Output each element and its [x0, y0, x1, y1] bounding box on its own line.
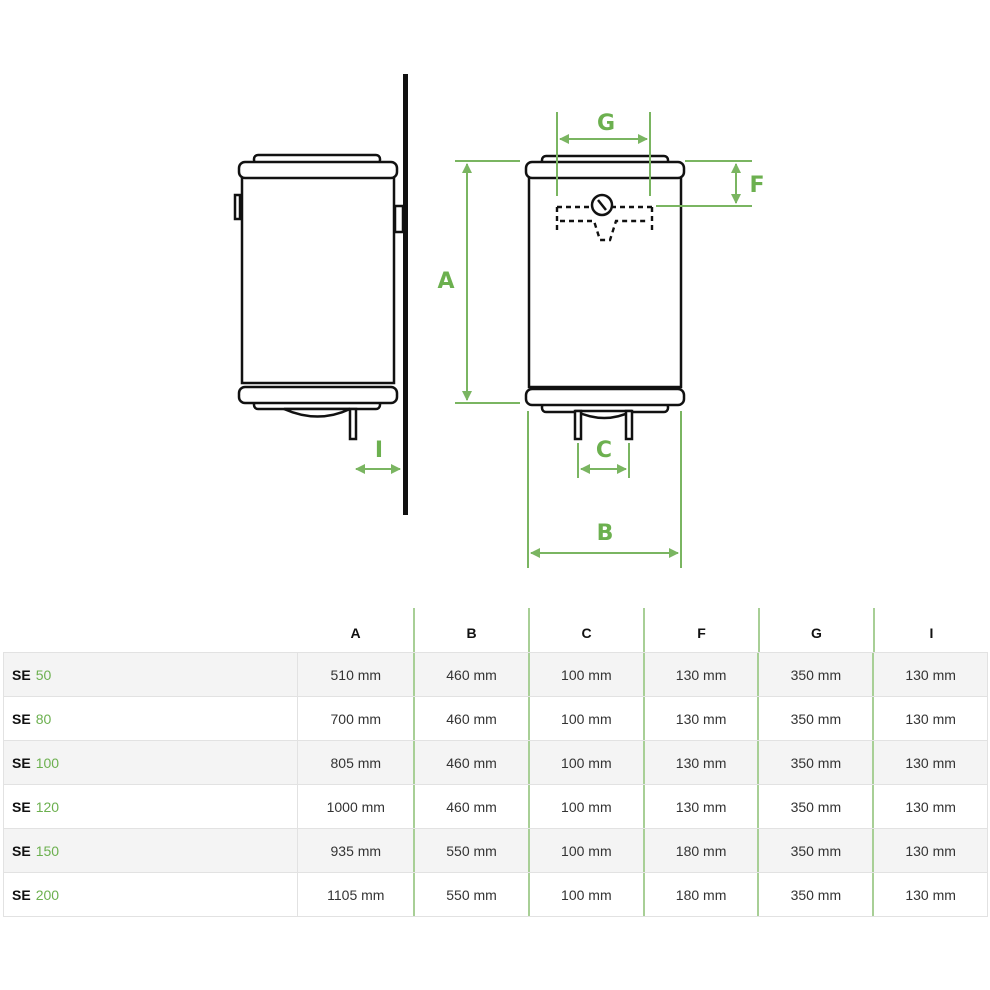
value-cell-A: 805 mm — [330, 754, 382, 771]
value-cell-B: 460 mm — [413, 697, 528, 740]
value-cell-F: 180 mm — [642, 829, 758, 872]
value-cell-A: 1000 mm — [326, 798, 385, 815]
wall-bracket — [393, 204, 405, 234]
side-view: I — [233, 74, 408, 515]
value-cell-B: 460 mm — [413, 653, 528, 696]
model-prefix: SE — [12, 666, 31, 683]
header-G: G — [758, 608, 873, 652]
model-prefix: SE — [12, 842, 31, 859]
value-cell-I: 130 mm — [872, 741, 987, 784]
model-prefix: SE — [12, 798, 31, 815]
value-cell-A: 510 mm — [330, 666, 382, 683]
wall — [403, 74, 408, 515]
dim-label-A: A — [437, 269, 454, 294]
front-pipe-left — [573, 409, 583, 441]
value-cell-G: 350 mm — [757, 653, 872, 696]
header-B: B — [413, 608, 528, 652]
front-top-ring — [524, 160, 686, 180]
value-cell-C: 100 mm — [527, 741, 643, 784]
value-cell-C: 100 mm — [527, 785, 643, 828]
water-heater-dimension-diagram: I G F A C — [233, 74, 765, 568]
value-cell-B: 550 mm — [413, 873, 528, 916]
header-model — [3, 608, 298, 652]
value-cell-G: 350 mm — [757, 785, 872, 828]
model-prefix: SE — [12, 710, 31, 727]
value-cell-C: 100 mm — [527, 653, 643, 696]
header-F: F — [643, 608, 758, 652]
front-bottom-ring — [524, 387, 686, 407]
value-cell-F: 130 mm — [642, 785, 758, 828]
value-cell-C: 100 mm — [527, 829, 643, 872]
model-number: 100 — [35, 754, 60, 771]
value-cell-G: 350 mm — [757, 741, 872, 784]
value-cell-C: 100 mm — [527, 873, 643, 916]
header-C: C — [528, 608, 643, 652]
value-cell-B: 550 mm — [413, 829, 528, 872]
value-cell-G: 350 mm — [757, 829, 872, 872]
model-number: 200 — [35, 886, 60, 903]
side-bottom-dome — [283, 407, 351, 418]
value-cell-F: 180 mm — [642, 873, 758, 916]
model-number: 150 — [35, 842, 60, 859]
dim-label-B: B — [597, 521, 614, 546]
dim-label-C: C — [596, 438, 612, 463]
model-number: 50 — [35, 666, 52, 683]
table-header-row: A B C F G I — [3, 608, 988, 653]
value-cell-B: 460 mm — [413, 741, 528, 784]
value-cell-F: 130 mm — [642, 697, 758, 740]
value-cell-A: 935 mm — [330, 842, 382, 859]
front-pipe-right — [624, 409, 634, 441]
model-number: 120 — [35, 798, 60, 815]
side-body — [240, 173, 396, 385]
dim-label-F: F — [749, 173, 764, 198]
value-cell-A: 700 mm — [330, 710, 382, 727]
dim-label-I: I — [375, 438, 383, 463]
side-bottom-ring — [237, 385, 399, 405]
value-cell-B: 460 mm — [413, 785, 528, 828]
header-A: A — [350, 625, 361, 641]
model-prefix: SE — [12, 886, 31, 903]
value-cell-I: 130 mm — [872, 697, 987, 740]
value-cell-I: 130 mm — [872, 785, 987, 828]
thermometer-needle — [597, 199, 607, 211]
side-knob — [233, 193, 242, 221]
side-top-ring — [237, 160, 399, 180]
dim-label-G: G — [597, 111, 615, 136]
model-prefix: SE — [12, 754, 31, 771]
value-cell-C: 100 mm — [527, 697, 643, 740]
value-cell-F: 130 mm — [642, 741, 758, 784]
value-cell-I: 130 mm — [872, 829, 987, 872]
side-pipe — [348, 407, 358, 441]
value-cell-F: 130 mm — [642, 653, 758, 696]
value-cell-G: 350 mm — [757, 873, 872, 916]
front-view: G F A C B — [437, 111, 765, 568]
header-I: I — [873, 608, 988, 652]
front-bottom-dome — [574, 409, 633, 420]
value-cell-G: 350 mm — [757, 697, 872, 740]
value-cell-I: 130 mm — [872, 653, 987, 696]
model-number: 80 — [35, 710, 52, 727]
value-cell-A: 1105 mm — [327, 886, 385, 903]
value-cell-I: 130 mm — [872, 873, 987, 916]
